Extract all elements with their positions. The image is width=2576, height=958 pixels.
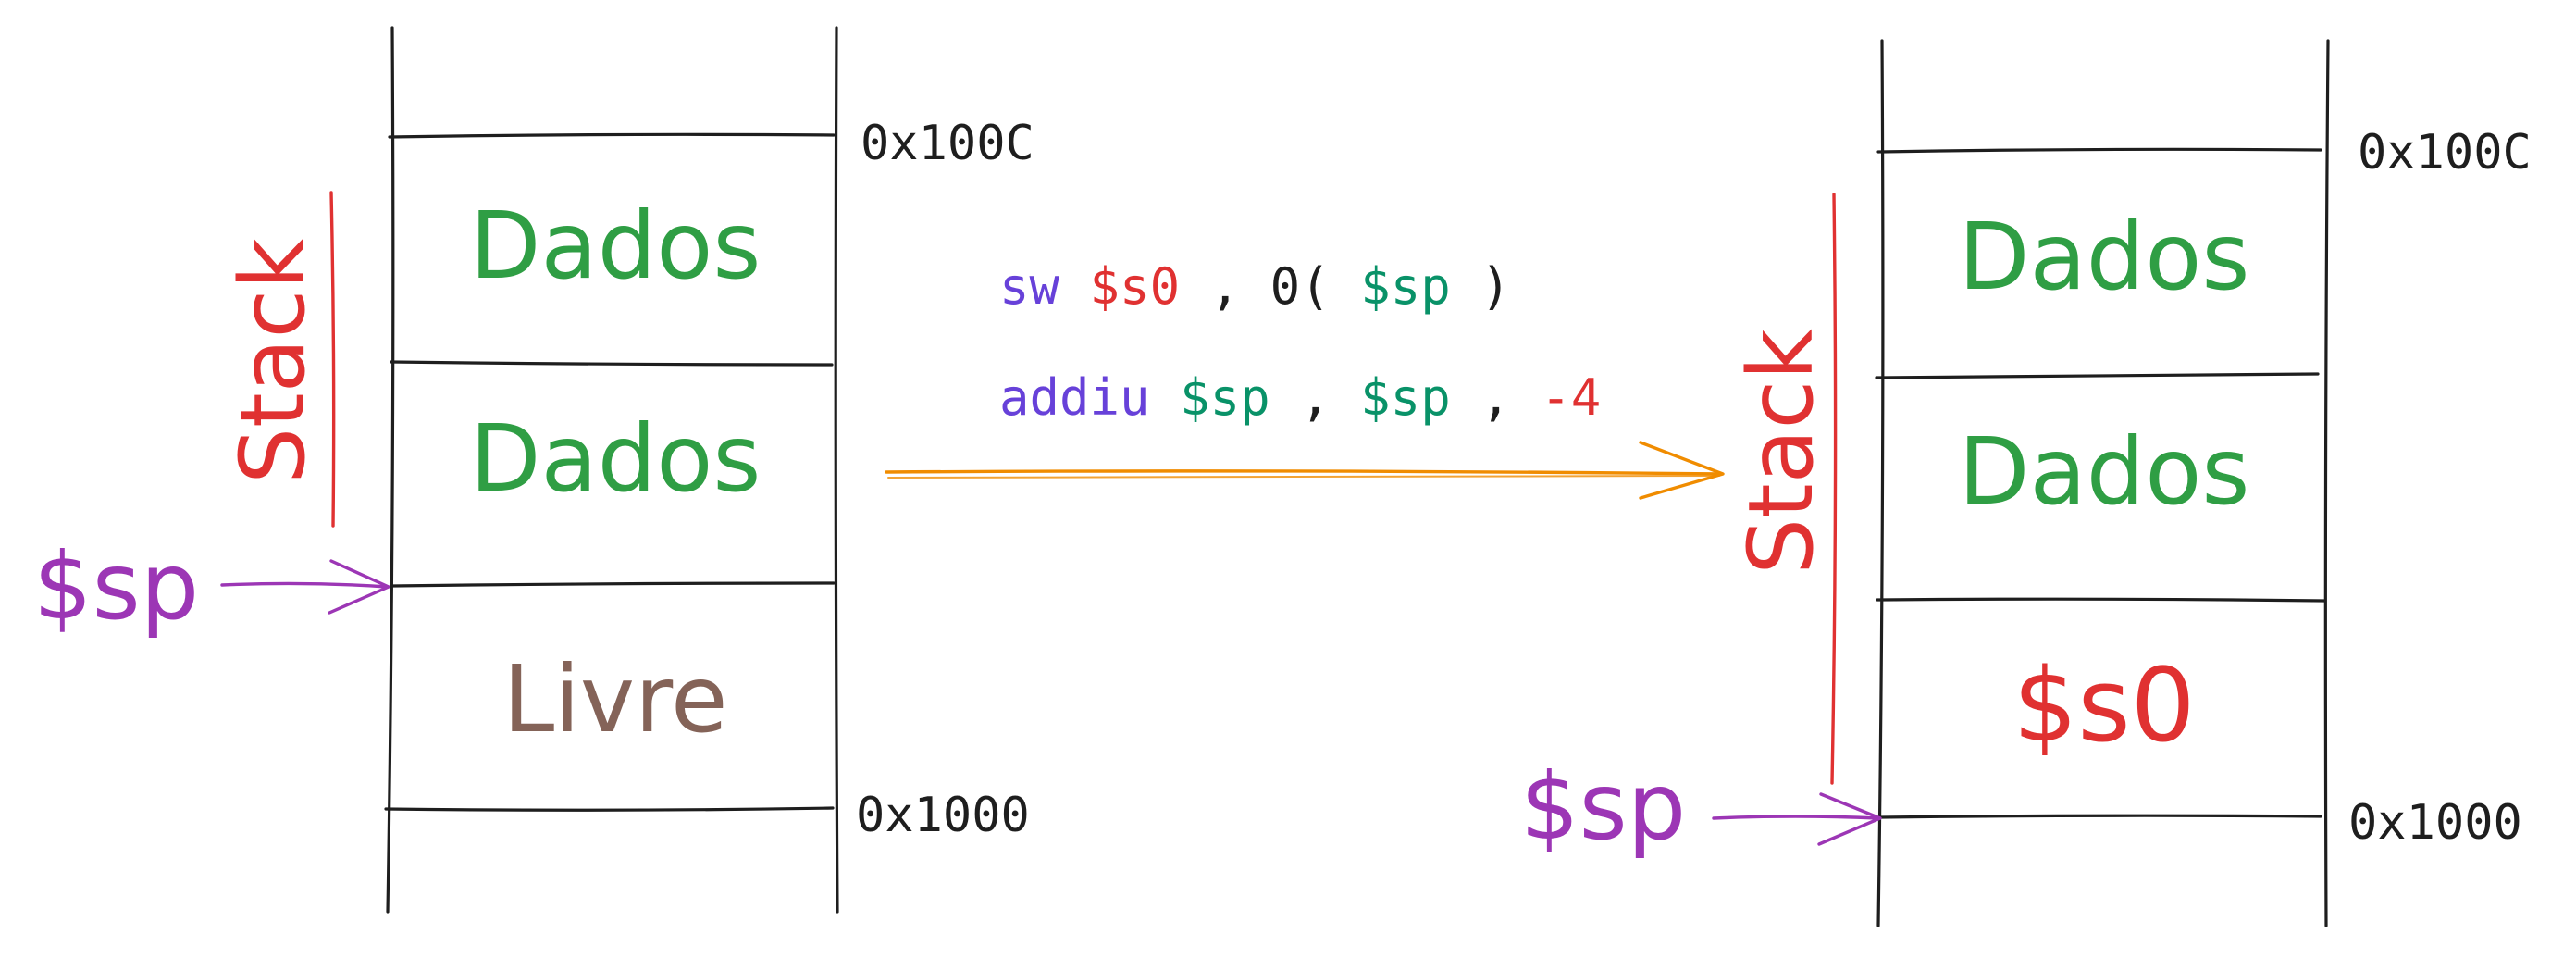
punctuation: , — [1300, 368, 1331, 427]
address-label: 0x1000 — [856, 788, 1030, 843]
address-label: 0x100C — [861, 116, 1034, 171]
instruction-block: sw $s0 , 0( $sp ) addiu $sp , $sp , -4 — [885, 257, 1725, 500]
address-label: 0x1000 — [2348, 795, 2522, 851]
transition-arrow — [885, 469, 1723, 476]
instruction-line-addiu: addiu $sp , $sp , -4 — [999, 368, 1601, 427]
cell-label: Dados — [469, 404, 761, 513]
stack-after-divider-3 — [1876, 597, 2326, 603]
mnemonic: addiu — [999, 368, 1150, 427]
stack-after-right-wall — [2323, 39, 2330, 927]
stack-bracket-line — [1830, 193, 1838, 785]
stack-before-right-wall — [834, 26, 839, 914]
punctuation: , — [1210, 257, 1241, 316]
stack-before: Dados Dados Livre 0x100C 0x1000 Stack $s… — [33, 26, 1034, 914]
cell-label: $s0 — [2012, 646, 2195, 765]
stack-before-divider-2 — [390, 360, 834, 367]
register: $sp — [1360, 257, 1451, 316]
stack-before-divider-bottom — [384, 806, 835, 812]
sp-pointer-arrowhead — [1817, 792, 1882, 846]
transition-arrowhead — [1639, 441, 1725, 500]
register: $sp — [1360, 368, 1451, 427]
transition-arrow-line-2 — [887, 475, 1720, 479]
stack-bracket-line — [329, 191, 336, 528]
sp-label: $sp — [33, 532, 199, 641]
address-label: 0x100C — [2358, 125, 2532, 180]
mnemonic: sw — [999, 257, 1060, 316]
sp-pointer-arrow — [1712, 815, 1880, 820]
stack-after-divider-sp — [1879, 814, 2322, 819]
punctuation: ) — [1480, 257, 1511, 316]
register: $s0 — [1090, 257, 1181, 316]
sp-label: $sp — [1520, 753, 1686, 861]
stack-after-divider-2 — [1875, 372, 2320, 379]
stack-label: Stack — [221, 238, 325, 484]
offset: 0( — [1270, 257, 1331, 316]
punctuation: , — [1480, 368, 1511, 427]
stack-after: Dados Dados $s0 0x100C 0x1000 Stack $sp — [1520, 39, 2532, 927]
cell-label: Livre — [502, 645, 727, 753]
sp-pointer-arrow — [220, 581, 389, 589]
cell-label: Dados — [469, 192, 761, 300]
sp-pointer-arrowhead — [328, 559, 390, 615]
stack-before-left-wall — [386, 26, 395, 914]
stack-before-divider-sp — [390, 581, 836, 588]
stack-after-left-wall — [1876, 39, 1885, 927]
stack-label: Stack — [1729, 329, 1833, 575]
instruction-line-sw: sw $s0 , 0( $sp ) — [999, 257, 1511, 316]
immediate: -4 — [1541, 368, 1601, 427]
cell-label: Dados — [1958, 203, 2249, 311]
cell-label: Dados — [1958, 417, 2249, 526]
stack-before-divider-top — [388, 132, 836, 139]
stack-after-divider-top — [1876, 147, 2322, 154]
register: $sp — [1180, 368, 1270, 427]
